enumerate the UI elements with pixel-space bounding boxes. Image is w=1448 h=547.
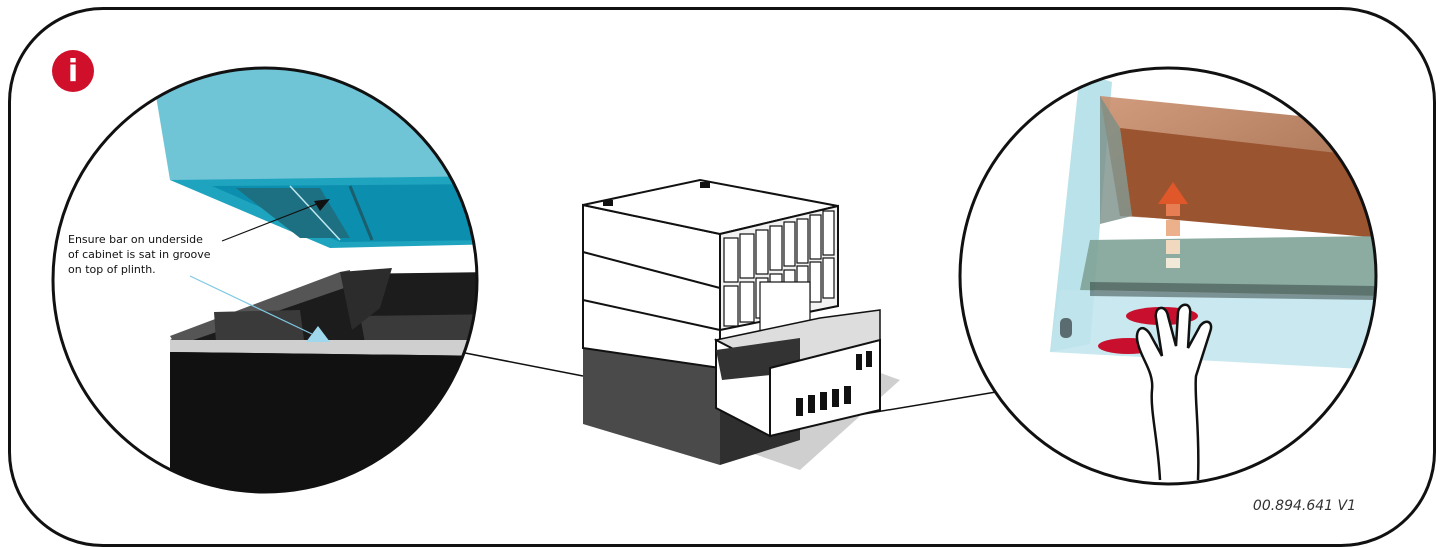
hand-icon <box>1135 303 1213 481</box>
document-code: 00.894.641 V1 <box>1252 498 1356 514</box>
left-callout-connector <box>459 351 584 377</box>
info-icon: i <box>52 50 94 92</box>
right-detail-circle <box>958 66 1378 486</box>
info-glyph: i <box>67 53 79 89</box>
blue-pointer-line <box>189 275 313 335</box>
cabinet-assembly <box>582 178 900 470</box>
lift-up-arrow-icon <box>1158 182 1188 268</box>
left-detail-circle <box>51 66 479 494</box>
callout-note: Ensure bar on underside of cabinet is sa… <box>68 233 211 276</box>
right-detail-view <box>960 68 1376 484</box>
black-arrowhead-icon <box>314 199 330 211</box>
plinth <box>583 348 720 465</box>
instruction-illustration <box>51 66 1378 494</box>
groove-indicator <box>306 326 330 342</box>
left-detail-view <box>53 68 477 492</box>
clear-side-panel <box>1050 72 1112 352</box>
black-pointer-line <box>221 201 323 242</box>
